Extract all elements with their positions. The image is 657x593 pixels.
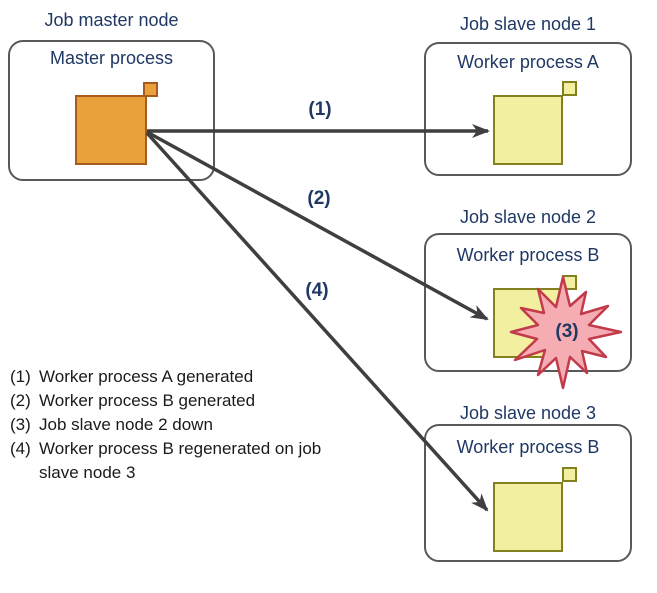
legend-item-2: (2) Worker process B generated xyxy=(10,389,321,413)
legend-item-1-text: Worker process A generated xyxy=(39,367,254,386)
arrow-1-label: (1) xyxy=(308,99,332,120)
legend-item-2-number: (2) xyxy=(10,391,31,410)
worker-a-small-square xyxy=(562,81,577,96)
node-down-label: (3) xyxy=(555,321,579,342)
legend-item-4: (4) Worker process B regenerated on job xyxy=(10,437,321,461)
slave-node-1-title: Job slave node 1 xyxy=(459,14,597,34)
legend-item-3-number: (3) xyxy=(10,415,31,434)
master-node-title: Job master node xyxy=(44,10,179,30)
legend-item-1-number: (1) xyxy=(10,367,31,386)
worker-a-square xyxy=(493,95,563,165)
master-process-small-square xyxy=(143,82,158,97)
arrow-4-label: (4) xyxy=(305,280,329,301)
arrow-2-label: (2) xyxy=(307,188,331,209)
slave-node-2-title: Job slave node 2 xyxy=(459,207,597,227)
master-process-label: Master process xyxy=(49,48,174,68)
legend-item-4-number: (4) xyxy=(10,439,31,458)
master-process-square xyxy=(75,95,147,165)
worker-process-b-label: Worker process B xyxy=(456,245,600,265)
worker-b-regen-small-square xyxy=(562,467,577,482)
worker-b-small-square xyxy=(562,275,577,290)
legend: (1) Worker process A generated (2) Worke… xyxy=(10,365,321,485)
worker-process-b-regen-label: Worker process B xyxy=(456,437,600,457)
legend-item-2-text: Worker process B generated xyxy=(39,391,256,410)
legend-item-4-text: Worker process B regenerated on job xyxy=(39,439,322,458)
legend-item-4-continuation: slave node 3 xyxy=(39,463,136,482)
slave-node-3-title: Job slave node 3 xyxy=(459,403,597,423)
legend-item-3-text: Job slave node 2 down xyxy=(39,415,213,434)
worker-b-regen-square xyxy=(493,482,563,552)
worker-process-a-label: Worker process A xyxy=(457,52,599,72)
legend-item-1: (1) Worker process A generated xyxy=(10,365,321,389)
legend-item-3: (3) Job slave node 2 down xyxy=(10,413,321,437)
